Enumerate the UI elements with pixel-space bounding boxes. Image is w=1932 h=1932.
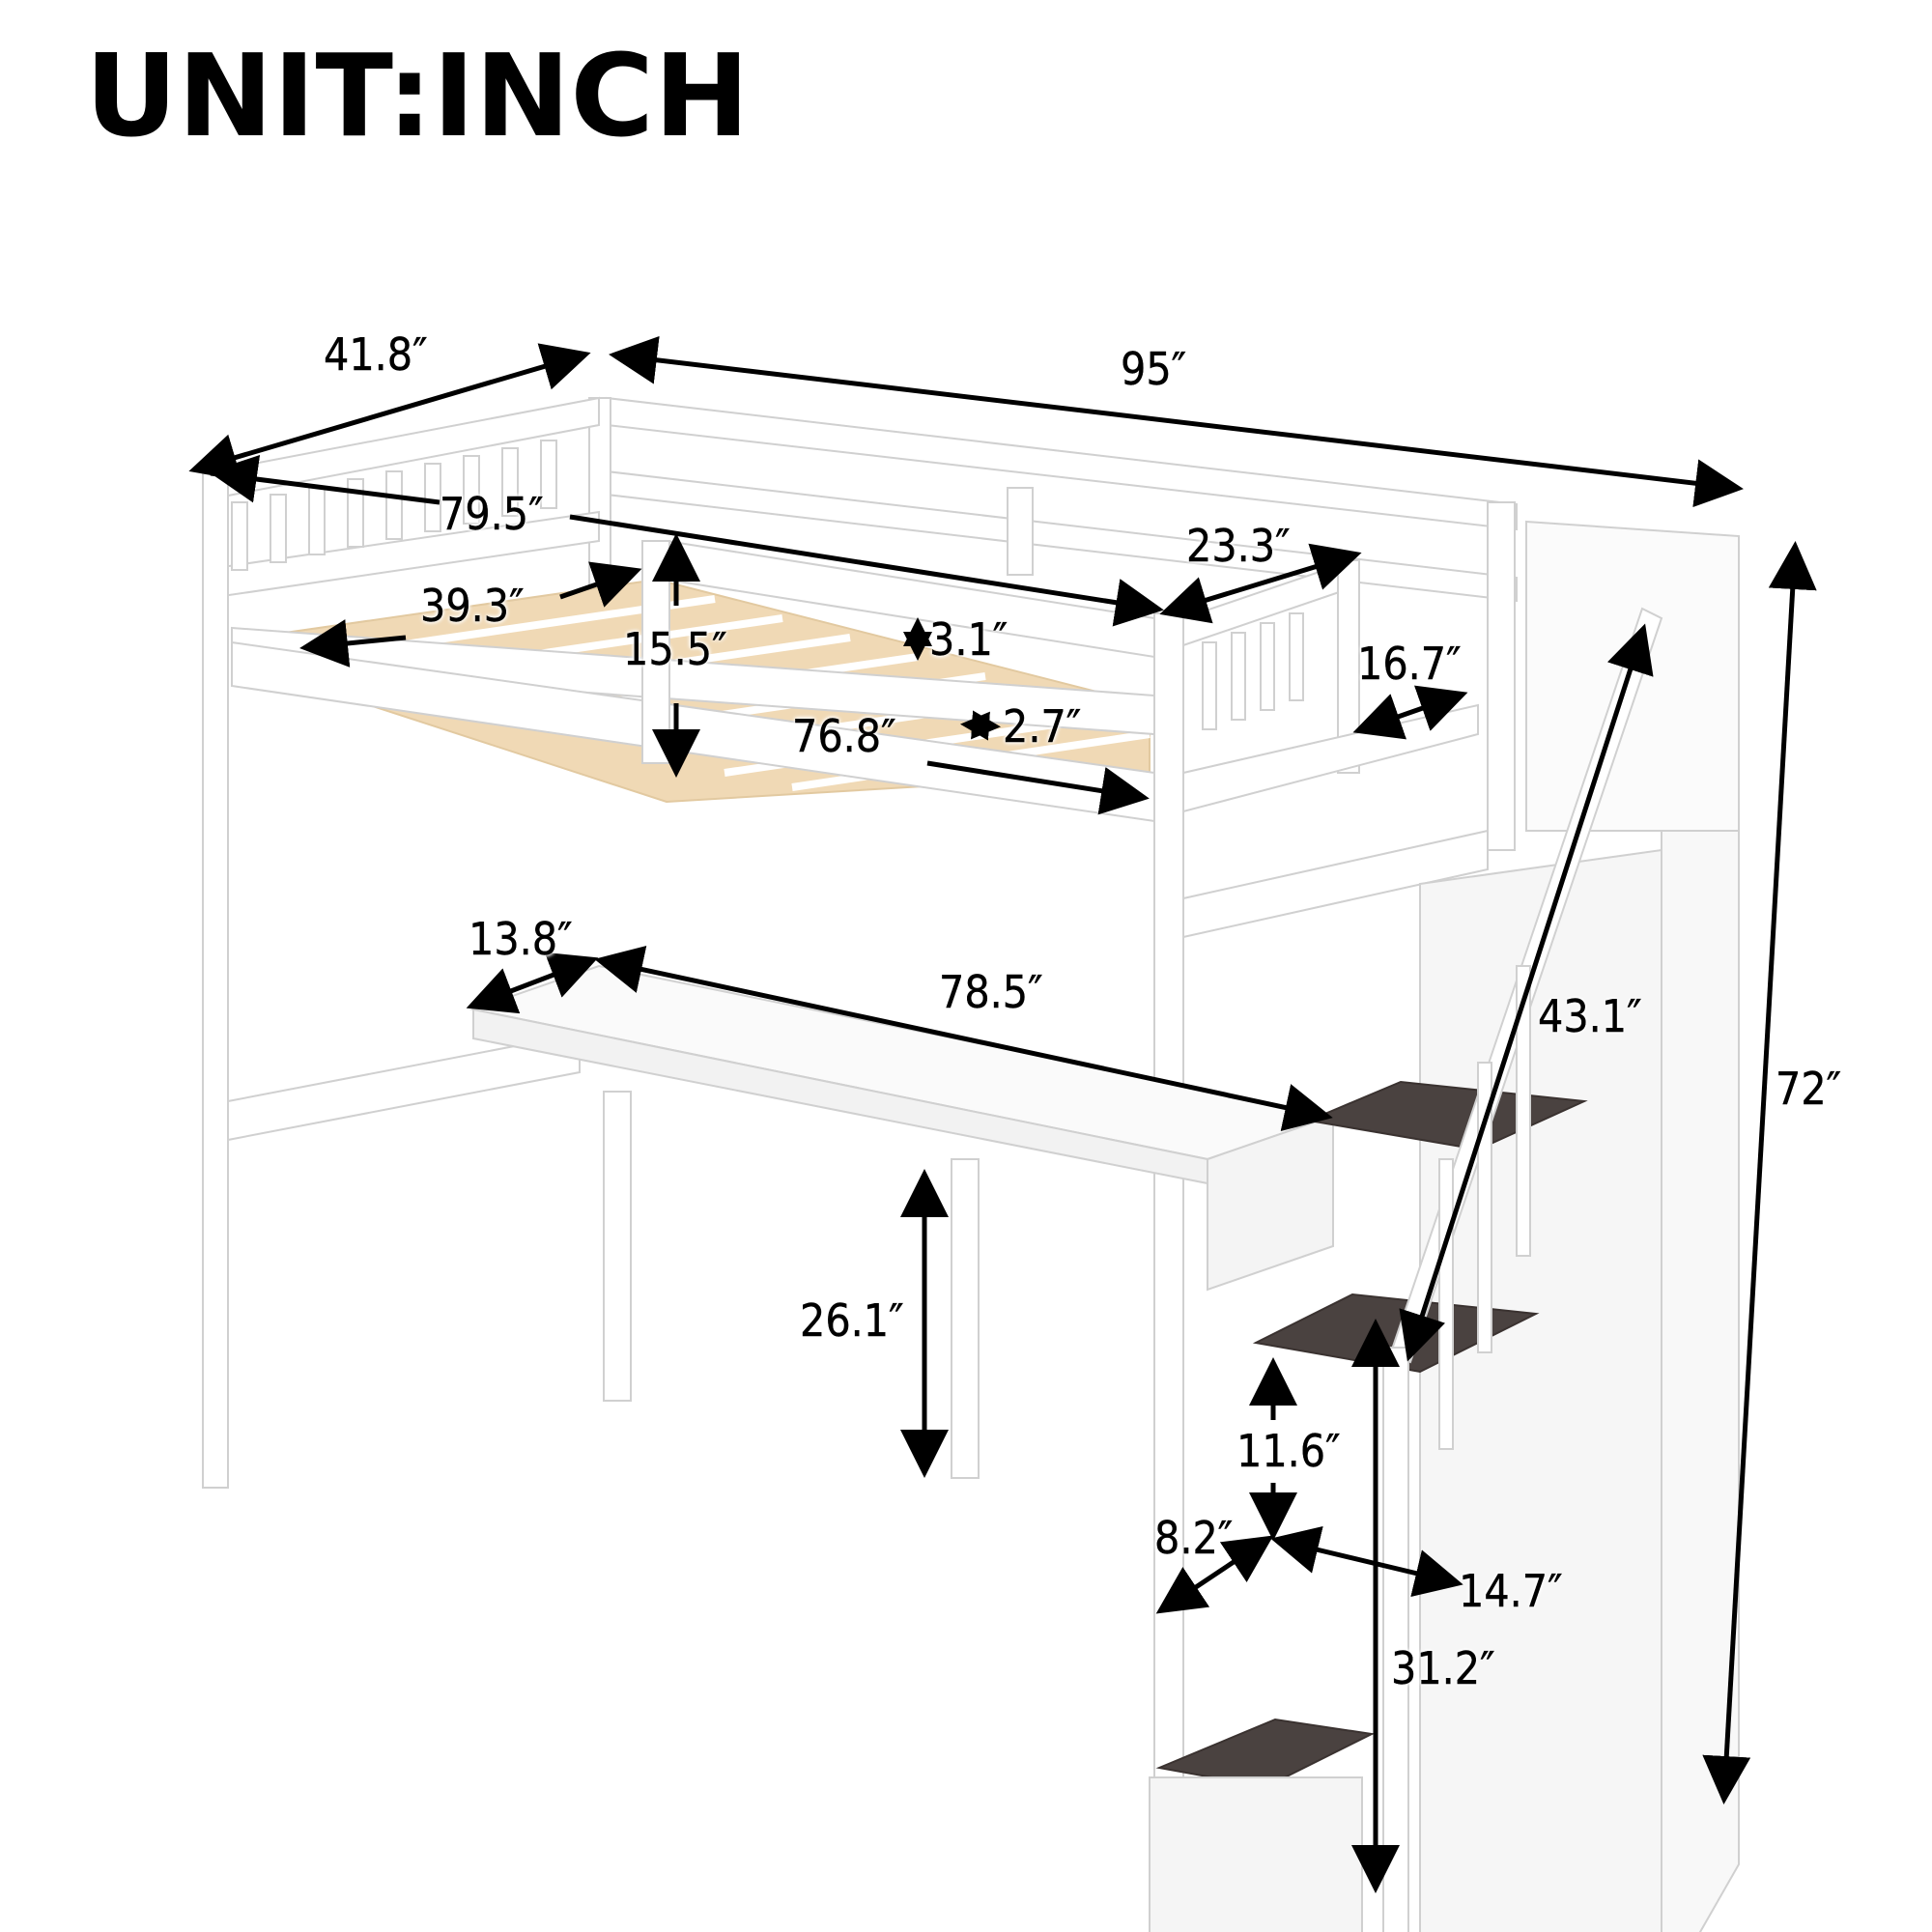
label-slat-gap: 2.7″ [1003, 700, 1082, 753]
label-storage-height: 31.2″ [1391, 1642, 1495, 1694]
label-desk-length: 78.5″ [939, 966, 1043, 1018]
label-desk-height: 26.1″ [800, 1294, 904, 1347]
label-handrail-length: 43.1″ [1538, 990, 1642, 1042]
label-mattress-width: 39.3″ [420, 580, 525, 632]
label-desk-depth: 13.8″ [469, 913, 573, 965]
dimension-arrows [188, 335, 1817, 1893]
label-overall-height: 72″ [1776, 1063, 1842, 1115]
unit-title: UNIT:INCH [85, 29, 750, 162]
label-mattress-length: 76.8″ [792, 710, 896, 762]
label-step-width: 14.7″ [1459, 1565, 1563, 1617]
label-overall-width: 41.8″ [324, 328, 428, 381]
label-step-depth: 8.2″ [1154, 1512, 1234, 1564]
label-end-gap: 16.7″ [1357, 638, 1462, 690]
label-guardrail-height: 15.5″ [623, 623, 727, 675]
label-entry-opening: 23.3″ [1186, 520, 1291, 572]
label-slat-width: 3.1″ [929, 613, 1009, 666]
label-overall-length: 95″ [1121, 343, 1187, 395]
label-step-height: 11.6″ [1236, 1425, 1341, 1477]
label-guardrail-length: 79.5″ [440, 488, 544, 540]
